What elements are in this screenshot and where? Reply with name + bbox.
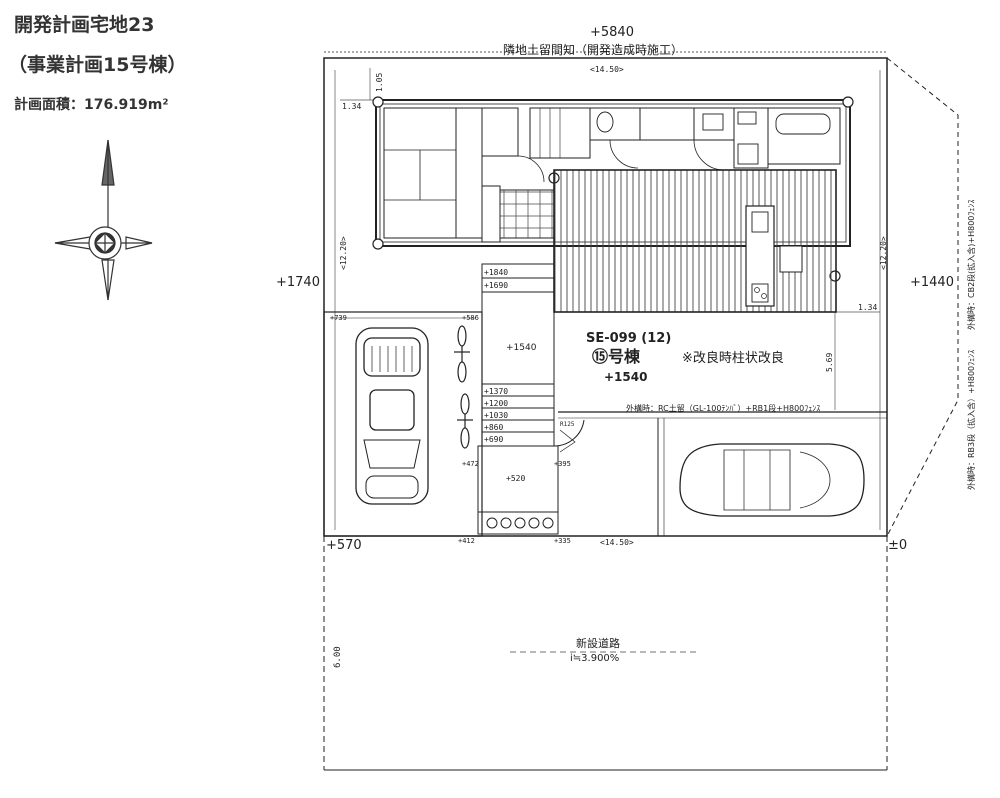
svg-text:SE-099 (12): SE-099 (12) bbox=[586, 331, 671, 346]
svg-text:+690: +690 bbox=[484, 435, 503, 444]
site-boundary bbox=[323, 51, 959, 771]
parking-areas bbox=[323, 311, 887, 537]
ldk-area bbox=[553, 169, 837, 313]
svg-text:+1690: +1690 bbox=[484, 281, 508, 290]
svg-text:1.34: 1.34 bbox=[342, 102, 361, 111]
plan-area: 計画面積：176.919m² bbox=[14, 97, 169, 113]
svg-text:+739: +739 bbox=[330, 314, 347, 322]
svg-text:外構時：RC土留（GL-100ﾃﾝﾊﾞ）+RB1段+H800: 外構時：RC土留（GL-100ﾃﾝﾊﾞ）+RB1段+H800ﾌｪﾝｽ bbox=[626, 403, 820, 413]
bicycle-icon bbox=[454, 325, 473, 449]
svg-text:R125: R125 bbox=[560, 421, 575, 428]
plan-subtitle: （事業計画15号棟） bbox=[8, 54, 187, 76]
svg-text:+520: +520 bbox=[506, 474, 525, 483]
svg-text:外構時：RB3段（拡入含）+H800ﾌｪﾝｽ: 外構時：RB3段（拡入含）+H800ﾌｪﾝｽ bbox=[966, 350, 976, 490]
car-icon bbox=[355, 327, 429, 505]
svg-text:外構時：CB2段(拡入含)+H800ﾌｪﾝｽ: 外構時：CB2段(拡入含)+H800ﾌｪﾝｽ bbox=[966, 200, 976, 330]
north-arrow-icon bbox=[54, 139, 153, 301]
svg-text:新設道路: 新設道路 bbox=[576, 636, 620, 650]
svg-text:+472: +472 bbox=[462, 460, 479, 468]
svg-text:<14.50>: <14.50> bbox=[590, 65, 624, 74]
svg-text:+5840: +5840 bbox=[590, 25, 634, 40]
svg-text:+586: +586 bbox=[462, 314, 479, 322]
svg-text:※改良時柱状改良: ※改良時柱状改良 bbox=[682, 350, 784, 366]
svg-text:1.34: 1.34 bbox=[858, 303, 877, 312]
svg-text:i≒3.900%: i≒3.900% bbox=[570, 653, 619, 664]
svg-text:+1370: +1370 bbox=[484, 387, 508, 396]
svg-text:6.00: 6.00 bbox=[333, 646, 343, 668]
svg-text:隣地土留間知（開発造成時施工）: 隣地土留間知（開発造成時施工） bbox=[503, 42, 683, 57]
svg-text:1.05: 1.05 bbox=[375, 73, 384, 92]
svg-text:+1840: +1840 bbox=[484, 268, 508, 277]
svg-text:+1540: +1540 bbox=[604, 370, 647, 384]
svg-text:<14.50>: <14.50> bbox=[600, 538, 634, 547]
svg-text:+860: +860 bbox=[484, 423, 503, 432]
svg-text:+1030: +1030 bbox=[484, 411, 508, 420]
svg-text:±0: ±0 bbox=[888, 538, 907, 553]
svg-text:+412: +412 bbox=[458, 537, 475, 545]
svg-text:+1540: +1540 bbox=[506, 343, 537, 353]
svg-text:⑮号棟: ⑮号棟 bbox=[592, 347, 641, 366]
svg-text:+335: +335 bbox=[554, 537, 571, 545]
svg-text:+1200: +1200 bbox=[484, 399, 508, 408]
svg-text:+570: +570 bbox=[326, 538, 362, 553]
plan-title: 開発計画宅地23 bbox=[14, 14, 155, 36]
svg-text:+395: +395 bbox=[554, 460, 571, 468]
plan-labels: +5840 隣地土留間知（開発造成時施工） <14.50> <14.50> <1… bbox=[276, 25, 976, 668]
svg-text:5.69: 5.69 bbox=[825, 353, 834, 372]
car-icon-right bbox=[679, 443, 865, 517]
svg-text:<12.20>: <12.20> bbox=[339, 236, 348, 270]
svg-text:+1440: +1440 bbox=[910, 275, 954, 290]
approach-stairs bbox=[477, 263, 585, 535]
svg-text:+1740: +1740 bbox=[276, 275, 320, 290]
svg-text:<12.20>: <12.20> bbox=[879, 236, 888, 270]
